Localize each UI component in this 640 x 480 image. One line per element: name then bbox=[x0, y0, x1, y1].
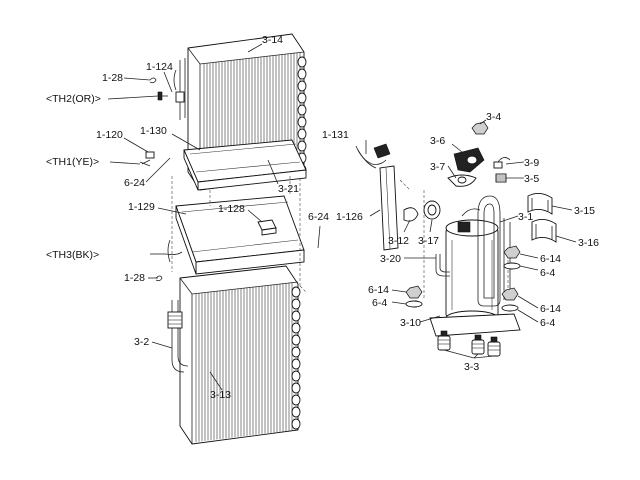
part-3-12 bbox=[403, 207, 419, 222]
label-1-28-bottom: 1-28 bbox=[124, 272, 145, 284]
washer-6-4-right-upper bbox=[503, 262, 521, 270]
label-1-120: 1-120 bbox=[96, 129, 123, 141]
clip-1-28-bottom bbox=[155, 275, 163, 282]
label-6-14-right-lower: 6-14 bbox=[540, 303, 561, 315]
label-3-21: 3-21 bbox=[278, 183, 299, 195]
label-3-14: 3-14 bbox=[262, 34, 283, 46]
label-6-14-right-upper: 6-14 bbox=[540, 253, 561, 265]
thermistor-th3 bbox=[165, 239, 183, 263]
label-3-1: 3-1 bbox=[518, 211, 533, 223]
band-3-15 bbox=[527, 193, 553, 215]
label-3-17: 3-17 bbox=[418, 235, 439, 247]
band-3-16 bbox=[531, 219, 557, 243]
nut-3-4 bbox=[471, 121, 489, 135]
label-6-24-left: 6-24 bbox=[124, 177, 145, 189]
nut-6-14-right-upper bbox=[503, 245, 521, 259]
spring-3-5 bbox=[495, 173, 507, 183]
washer-6-4-right-lower bbox=[501, 304, 519, 312]
label-3-7: 3-7 bbox=[430, 161, 445, 173]
gasket-3-7 bbox=[447, 174, 477, 187]
label-3-6: 3-6 bbox=[430, 135, 445, 147]
lower-heat-exchanger-coil bbox=[167, 265, 301, 445]
clip-1-28-top bbox=[149, 77, 157, 84]
label-th1: <TH1(YE)> bbox=[46, 156, 99, 168]
label-6-4-right-lower: 6-4 bbox=[540, 317, 555, 329]
upper-drain-pan bbox=[183, 139, 307, 191]
nut-6-14-right-lower bbox=[501, 287, 519, 301]
label-6-4-right-upper: 6-4 bbox=[540, 267, 555, 279]
label-3-15: 3-15 bbox=[574, 205, 595, 217]
part-3-9 bbox=[493, 157, 511, 169]
label-1-124: 1-124 bbox=[146, 61, 173, 73]
label-th3: <TH3(BK)> bbox=[46, 249, 99, 261]
label-6-4-left: 6-4 bbox=[372, 297, 387, 309]
label-3-13: 3-13 bbox=[210, 389, 231, 401]
thermistor-th2 bbox=[157, 91, 168, 101]
label-3-20: 3-20 bbox=[380, 253, 401, 265]
label-3-9: 3-9 bbox=[524, 157, 539, 169]
rubber-mounts-3-3 bbox=[437, 330, 501, 357]
label-th2: <TH2(OR)> bbox=[46, 93, 101, 105]
label-6-24-mid: 6-24 bbox=[308, 211, 329, 223]
terminal-cover-3-6 bbox=[453, 147, 485, 173]
label-1-28-top: 1-28 bbox=[102, 72, 123, 84]
label-1-129: 1-129 bbox=[128, 201, 155, 213]
alignment-lines-left bbox=[171, 176, 307, 293]
part-labels: 3-14 1-124 1-28 <TH2(OR)> 1-120 1-130 <T… bbox=[46, 34, 599, 401]
washer-6-4-left bbox=[405, 300, 423, 308]
compressor-3-10 bbox=[429, 219, 521, 337]
label-3-5: 3-5 bbox=[524, 173, 539, 185]
grommet-3-17 bbox=[423, 200, 441, 220]
label-3-10: 3-10 bbox=[400, 317, 421, 329]
label-1-131: 1-131 bbox=[322, 129, 349, 141]
leader-lines bbox=[107, 43, 577, 391]
thermistor-th1 bbox=[139, 151, 155, 167]
label-1-130: 1-130 bbox=[140, 125, 167, 137]
lower-drain-pan bbox=[175, 195, 305, 275]
label-1-126: 1-126 bbox=[336, 211, 363, 223]
lead-wire-1-131 bbox=[355, 143, 391, 169]
insulation-panel-1-126 bbox=[379, 165, 399, 251]
label-3-16: 3-16 bbox=[578, 237, 599, 249]
label-3-12: 3-12 bbox=[388, 235, 409, 247]
label-3-3: 3-3 bbox=[464, 361, 479, 373]
accumulator-piping-3-1 bbox=[461, 195, 511, 307]
label-6-14-left: 6-14 bbox=[368, 284, 389, 296]
label-3-4: 3-4 bbox=[486, 111, 501, 123]
label-3-2: 3-2 bbox=[134, 336, 149, 348]
nut-6-14-left bbox=[405, 285, 423, 299]
label-1-128: 1-128 bbox=[218, 203, 245, 215]
pipe-3-20 bbox=[435, 254, 450, 277]
